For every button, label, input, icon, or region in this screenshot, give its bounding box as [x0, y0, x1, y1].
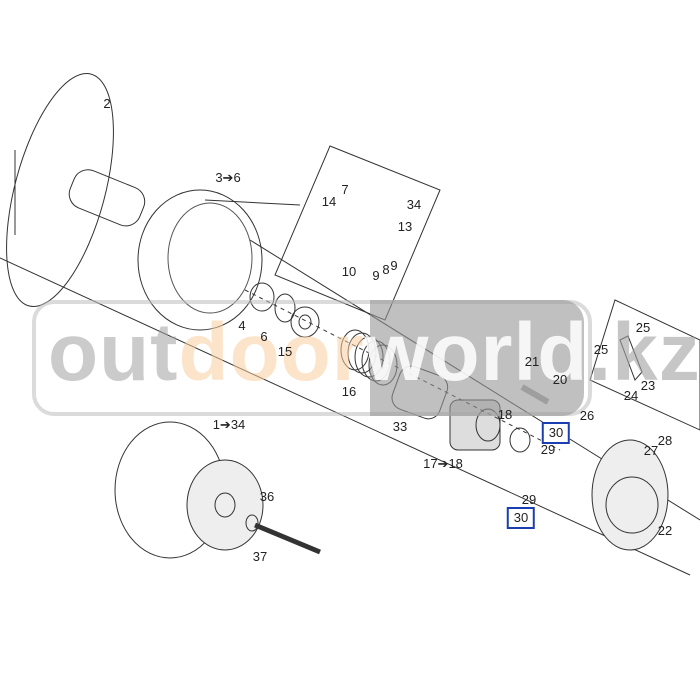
pulley-hub: [214, 492, 236, 518]
ring-6: [274, 293, 296, 323]
fixed-sheave: [6, 73, 114, 307]
callout-label: 33: [392, 419, 408, 434]
lever-detail-box: [589, 299, 700, 431]
callout-label: 28: [657, 433, 673, 448]
callout-label: 29: [521, 492, 537, 507]
callout-label: 13: [397, 219, 413, 234]
washer-15: [290, 306, 320, 338]
callout-label: 29: [540, 442, 556, 457]
callout-label: 25: [593, 342, 609, 357]
callout-label-highlighted: 30: [506, 507, 536, 529]
rocker-arm-detail-box: [274, 145, 441, 321]
washer-36: [245, 514, 259, 532]
watermark: outdoorworld.kz: [48, 308, 700, 398]
callout-label: 27: [643, 443, 659, 458]
pulley-cover: [186, 459, 264, 551]
leader-line: [204, 199, 301, 206]
callout-label: 10: [341, 264, 357, 279]
callout-label: 1➔34: [212, 417, 246, 432]
callout-label: 24: [623, 388, 639, 403]
watermark-world: world: [364, 307, 589, 398]
watermark-kz: .kz: [588, 307, 700, 398]
callout-label: 21: [524, 354, 540, 369]
callout-label: 14: [321, 194, 337, 209]
watermark-highlight: [370, 300, 584, 416]
callout-label: 34: [406, 197, 422, 212]
movable-sheave: [137, 189, 263, 331]
movable-sheave-inner: [167, 202, 253, 314]
callout-label: 36: [259, 489, 275, 504]
frame-line: [0, 257, 691, 576]
callout-label: 17➔18: [423, 456, 463, 471]
callout-label: 37: [252, 549, 268, 564]
callout-label: 25: [635, 320, 651, 335]
callout-label: 15: [277, 344, 293, 359]
callout-label: 23: [640, 378, 656, 393]
watermark-door: door: [178, 307, 365, 398]
callout-label: 9: [372, 268, 380, 283]
callout-label: 16: [341, 384, 357, 399]
bushing-18: [509, 427, 531, 453]
callout-label: 8: [382, 262, 390, 277]
callout-label: 2: [103, 96, 111, 111]
bolt-37: [254, 522, 321, 555]
callout-label: 26: [579, 408, 595, 423]
callout-label: 3➔6: [215, 170, 241, 185]
callout-label: 9: [390, 258, 398, 273]
watermark-out: out: [48, 307, 179, 398]
callout-label-highlighted: 30: [541, 422, 571, 444]
callout-label: 20: [552, 372, 568, 387]
cover-22-face: [605, 476, 659, 534]
cover-22: [591, 439, 669, 551]
watermark-frame: [32, 300, 592, 416]
callout-label: 18: [497, 407, 513, 422]
washer-15-hole: [298, 314, 312, 330]
callout-label: 22: [657, 523, 673, 538]
ring-4: [249, 282, 275, 312]
lever-23: [619, 335, 643, 381]
callout-label: 6: [260, 329, 268, 344]
callout-label: 4: [238, 318, 246, 333]
callout-label: 7: [341, 182, 349, 197]
sheave-shaft: [68, 169, 146, 227]
